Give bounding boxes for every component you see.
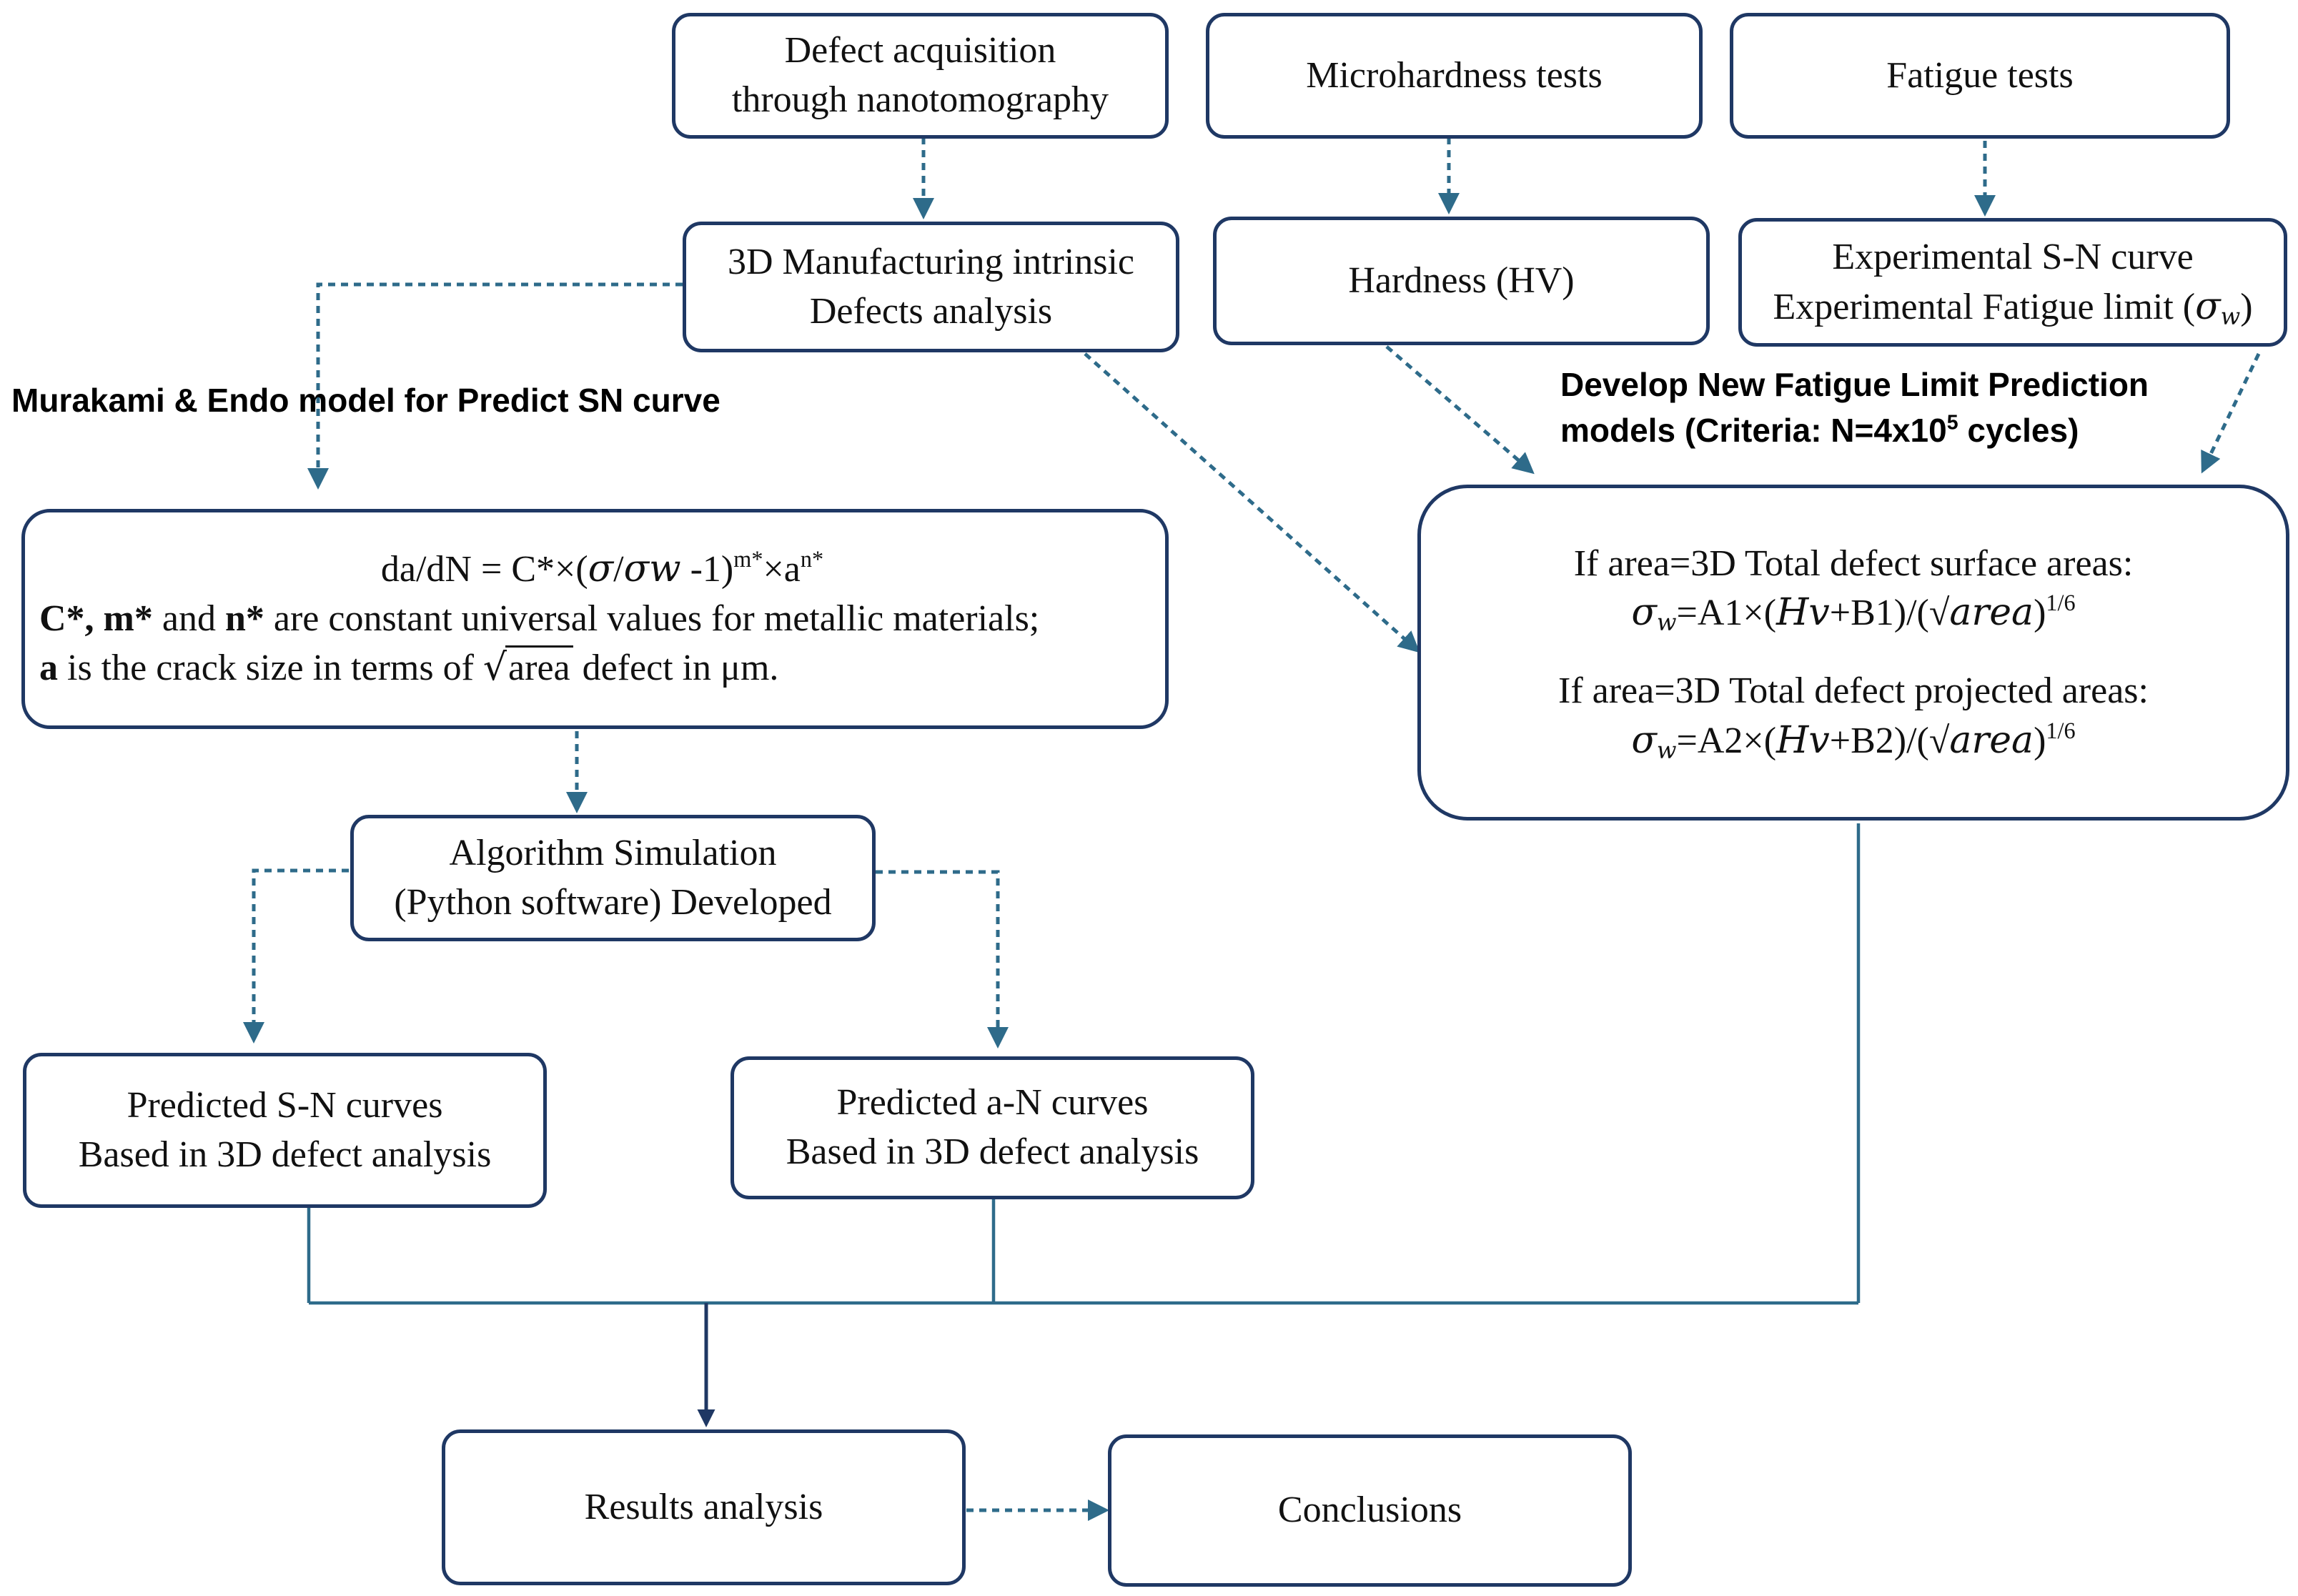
eq2-hv: Hv bbox=[1776, 718, 1830, 762]
arrow-analysis-to-prediction bbox=[1084, 352, 1420, 653]
desc1-rest: are constant universal values for metall… bbox=[264, 598, 1040, 639]
box-fatigue-tests: Fatigue tests bbox=[1730, 13, 2230, 139]
prediction-cond2: If area=3D Total defect projected areas: bbox=[1558, 670, 2149, 711]
experimental-sigma-sub: w bbox=[2220, 302, 2241, 330]
eq1-eq: = bbox=[1676, 593, 1698, 634]
desc2-rest: is the crack size in terms of bbox=[58, 648, 483, 689]
label-develop-line2: models (Criteria: N=4x105 cycles) bbox=[1560, 407, 2149, 453]
formula-sigma-w: σw bbox=[623, 547, 681, 591]
eq2-close: ) bbox=[2034, 720, 2046, 761]
box-predicted-an-line2: Based in 3D defect analysis bbox=[786, 1131, 1199, 1172]
box-hardness-label: Hardness (HV) bbox=[1348, 259, 1575, 301]
box-conclusions: Conclusions bbox=[1108, 1434, 1632, 1587]
formula-times-a: ×a bbox=[763, 549, 801, 590]
box-hardness: Hardness (HV) bbox=[1213, 217, 1710, 345]
eq1-const: B1 bbox=[1851, 593, 1894, 634]
box-experimental-line2-suffix: ) bbox=[2240, 286, 2253, 327]
label-develop-line2-suffix: cycles) bbox=[1958, 412, 2079, 450]
formula-sigma: σ bbox=[588, 547, 614, 591]
arrow-hardness-to-prediction bbox=[1385, 345, 1535, 475]
eq2-coef: A2 bbox=[1697, 720, 1743, 761]
sqrt-radicand: area bbox=[505, 645, 573, 688]
desc1-and: and bbox=[152, 598, 225, 639]
eq1-area: area bbox=[1949, 591, 2034, 635]
box-experimental-line2: Experimental Fatigue limit (σw) bbox=[1773, 282, 2252, 332]
box-defect-acquisition: Defect acquisition through nanotomograph… bbox=[672, 13, 1169, 139]
desc1-bold2: n* bbox=[224, 598, 264, 639]
box-algorithm-simulation: Algorithm Simulation (Python software) D… bbox=[350, 815, 876, 941]
prediction-cond1: If area=3D Total defect surface areas: bbox=[1573, 542, 2134, 584]
box-microhardness-tests: Microhardness tests bbox=[1206, 13, 1703, 139]
eq2-area: area bbox=[1949, 718, 2034, 762]
box-predicted-an: Predicted a-N curves Based in 3D defect … bbox=[730, 1056, 1254, 1199]
equation-desc1: C*, m* and n* are constant universal val… bbox=[39, 595, 1039, 644]
box-algorithm-line1: Algorithm Simulation bbox=[449, 832, 777, 873]
box-experimental: Experimental S-N curve Experimental Fati… bbox=[1738, 218, 2287, 347]
label-develop-exp: 5 bbox=[1946, 411, 1958, 435]
arrow-algorithm-to-predicted-an bbox=[876, 870, 1009, 1049]
box-conclusions-label: Conclusions bbox=[1277, 1490, 1462, 1531]
desc2-bold: a bbox=[39, 648, 58, 689]
box-defects-analysis: 3D Manufacturing intrinsic Defects analy… bbox=[683, 222, 1179, 352]
box-experimental-line1: Experimental S-N curve bbox=[1832, 236, 2194, 277]
eq2-eq: = bbox=[1676, 720, 1698, 761]
box-microhardness-tests-label: Microhardness tests bbox=[1306, 54, 1603, 96]
eq2-sigma-sub: w bbox=[1656, 736, 1677, 764]
formula-mid: -1) bbox=[680, 549, 734, 590]
eq1-coef: A1 bbox=[1697, 593, 1743, 634]
eq1-hv: Hv bbox=[1776, 591, 1830, 635]
box-murakami-equation: da/dN = C*×(σ/σw -1)m*×an* C*, m* and n*… bbox=[21, 509, 1169, 729]
prediction-eq2: σw=A2×(Hv+B2)/(√area)1/6 bbox=[1631, 716, 2075, 766]
formula-exp-n: n* bbox=[800, 546, 824, 573]
sqrt-symbol: √ bbox=[482, 646, 507, 690]
desc1-bold: C*, m* bbox=[39, 598, 153, 639]
box-predicted-an-line1: Predicted a-N curves bbox=[836, 1082, 1149, 1124]
label-murakami: Murakami & Endo model for Predict SN cur… bbox=[11, 382, 720, 419]
box-predicted-sn-line1: Predicted S-N curves bbox=[127, 1084, 443, 1126]
eq2-times: ×( bbox=[1743, 720, 1777, 761]
eq2-exp: 1/6 bbox=[2046, 717, 2076, 743]
arrow-analysis-to-murakami bbox=[307, 282, 683, 490]
box-algorithm-line2: (Python software) Developed bbox=[394, 881, 832, 923]
eq1-sigma-sub: w bbox=[1656, 609, 1677, 637]
box-fatigue-tests-label: Fatigue tests bbox=[1886, 54, 2074, 96]
equation-desc2: a is the crack size in terms of √area de… bbox=[39, 643, 778, 693]
formula-lhs: da/dN = C*×( bbox=[380, 549, 588, 590]
desc2-end: defect in μm. bbox=[573, 648, 779, 689]
box-defect-acquisition-line2: through nanotomography bbox=[731, 79, 1109, 120]
formula-slash: / bbox=[613, 549, 624, 590]
eq1-close: ) bbox=[2034, 593, 2046, 634]
arrow-experimental-to-prediction bbox=[2201, 352, 2261, 474]
box-results-analysis-label: Results analysis bbox=[584, 1486, 823, 1527]
arrow-algorithm-to-predicted-sn bbox=[243, 868, 349, 1044]
box-experimental-line2-prefix: Experimental Fatigue limit ( bbox=[1773, 286, 2196, 327]
box-predicted-sn-line2: Based in 3D defect analysis bbox=[78, 1134, 492, 1175]
label-develop-line1: Develop New Fatigue Limit Prediction bbox=[1560, 366, 2149, 403]
eq1-close-open: )/(√ bbox=[1893, 593, 1950, 634]
equation-formula: da/dN = C*×(σ/σw -1)m*×an* bbox=[381, 545, 823, 595]
eq1-exp: 1/6 bbox=[2046, 590, 2076, 616]
label-develop-line2-prefix: models (Criteria: N=4x10 bbox=[1560, 412, 1947, 450]
eq2-close-open: )/(√ bbox=[1893, 720, 1950, 761]
box-results-analysis: Results analysis bbox=[442, 1429, 966, 1585]
box-defects-analysis-line2: Defects analysis bbox=[809, 290, 1053, 332]
eq2-sigma: σ bbox=[1631, 718, 1657, 762]
box-fatigue-prediction-models: If area=3D Total defect surface areas: σ… bbox=[1417, 485, 2289, 821]
formula-exp-m: m* bbox=[733, 546, 763, 573]
eq2-plus: + bbox=[1829, 720, 1851, 761]
label-develop: Develop New Fatigue Limit Prediction mod… bbox=[1560, 362, 2149, 454]
eq2-const: B2 bbox=[1851, 720, 1894, 761]
box-defects-analysis-line1: 3D Manufacturing intrinsic bbox=[728, 241, 1134, 282]
experimental-sigma: σ bbox=[2195, 284, 2221, 328]
prediction-eq1: σw=A1×(Hv+B1)/(√area)1/6 bbox=[1631, 588, 2075, 638]
box-predicted-sn: Predicted S-N curves Based in 3D defect … bbox=[23, 1053, 547, 1208]
eq1-sigma: σ bbox=[1631, 591, 1657, 635]
box-defect-acquisition-line1: Defect acquisition bbox=[784, 30, 1056, 71]
eq1-plus: + bbox=[1829, 593, 1851, 634]
eq1-times: ×( bbox=[1743, 593, 1777, 634]
